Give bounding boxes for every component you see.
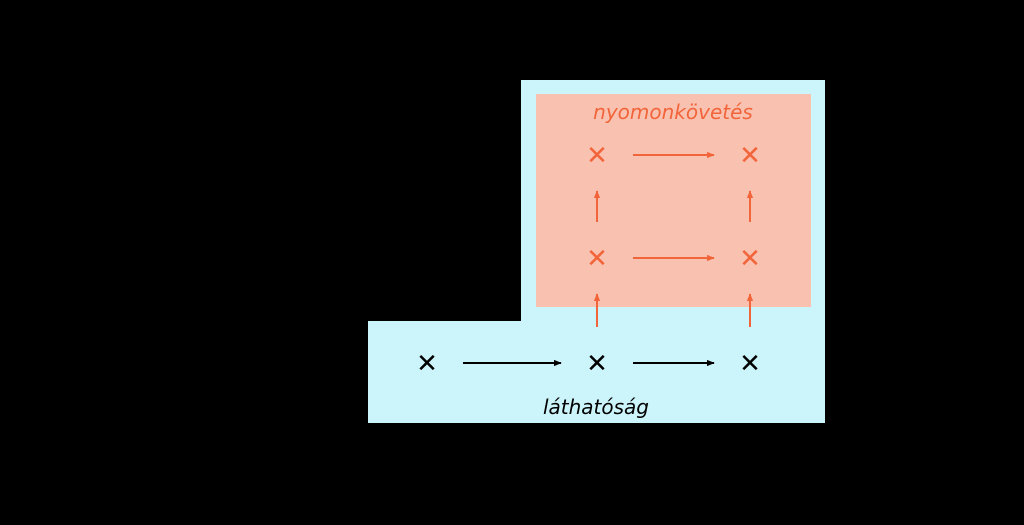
node-top-left-cross-icon: ✕	[586, 141, 608, 171]
node-middle-left-cross-icon: ✕	[586, 244, 608, 274]
node-bottom-middle-cross-icon: ✕	[586, 349, 608, 379]
node-middle-right-cross-icon: ✕	[739, 244, 761, 274]
node-bottom-left-cross-icon: ✕	[416, 349, 438, 379]
node-top-right-cross-icon: ✕	[739, 141, 761, 171]
inner-region-label: nyomonkövetés	[593, 100, 753, 124]
nodes-layer: ✕ ✕ ✕ ✕ ✕ ✕ ✕	[416, 141, 761, 379]
outer-region-label: láthatóság	[543, 395, 649, 419]
edges-layer	[463, 151, 754, 367]
node-bottom-right-cross-icon: ✕	[739, 349, 761, 379]
inner-region-tracking	[536, 94, 811, 307]
